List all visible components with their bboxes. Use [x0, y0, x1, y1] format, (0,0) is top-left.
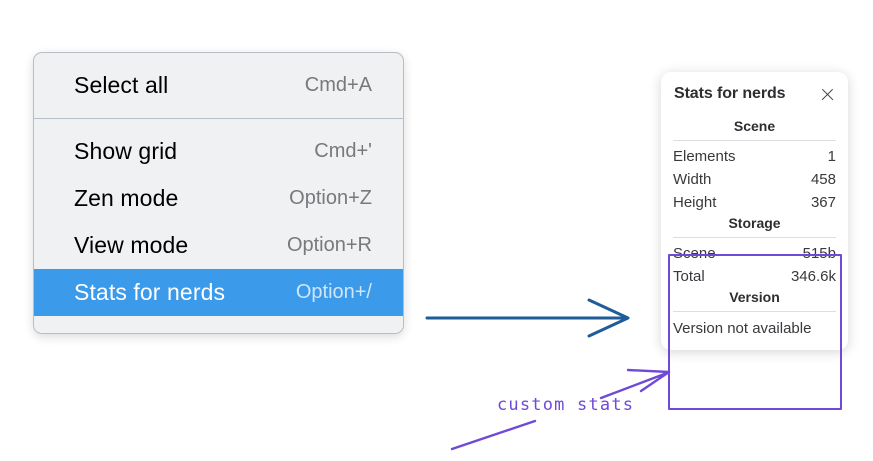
- stats-row-value: 346.6k: [790, 268, 836, 285]
- menu-item-label: Show grid: [74, 138, 178, 164]
- stats-row-elements: Elements 1: [661, 145, 848, 168]
- version-note: Version not available: [673, 320, 812, 337]
- stats-row-value: 458: [810, 171, 836, 188]
- canvas-context-menu[interactable]: Select all Cmd+A Show grid Cmd+' Zen mod…: [33, 52, 404, 334]
- menu-item-shortcut: Cmd+': [314, 140, 372, 162]
- menu-group-selection: Select all Cmd+A: [34, 53, 403, 118]
- stats-row-value: 367: [810, 194, 836, 211]
- menu-item-view-mode[interactable]: View mode Option+R: [34, 222, 403, 269]
- annotation-underline-stroke: [450, 419, 537, 451]
- section-heading: Storage: [728, 215, 781, 231]
- stats-row-height: Height 367: [661, 191, 848, 214]
- stats-section-storage: Storage Scene 515b Total 346.6k: [661, 214, 848, 288]
- stats-row-key: Scene: [673, 245, 716, 262]
- menu-item-label: View mode: [74, 232, 189, 258]
- arrow-label-to-highlight: [599, 368, 671, 400]
- section-divider: [673, 237, 836, 238]
- annotation-label: custom stats: [497, 395, 635, 415]
- stats-for-nerds-panel[interactable]: Stats for nerds Scene Elements 1 Width 4…: [661, 72, 848, 350]
- menu-item-label: Select all: [74, 72, 169, 98]
- menu-item-shortcut: Option+Z: [289, 187, 372, 209]
- menu-group-view: Show grid Cmd+' Zen mode Option+Z View m…: [34, 118, 403, 333]
- stats-row-key: Height: [673, 194, 717, 211]
- section-divider: [673, 140, 836, 141]
- stats-row-storage-scene: Scene 515b: [661, 242, 848, 265]
- stats-section-version: Version Version not available: [661, 288, 848, 338]
- stats-row-key: Elements: [673, 148, 736, 165]
- stats-row-key: Total: [673, 268, 705, 285]
- stats-section-scene: Scene Elements 1 Width 458 Height 367: [661, 117, 848, 214]
- stats-row-storage-total: Total 346.6k: [661, 265, 848, 288]
- menu-footer-spacer: [34, 316, 403, 333]
- section-divider: [673, 311, 836, 312]
- arrow-menu-to-panel: [425, 298, 630, 338]
- menu-item-show-grid[interactable]: Show grid Cmd+': [34, 128, 403, 175]
- stats-row-value: 515b: [802, 245, 836, 262]
- menu-item-shortcut: Option+R: [286, 234, 372, 256]
- stats-panel-header: Stats for nerds: [661, 85, 848, 103]
- menu-item-label: Zen mode: [74, 185, 179, 211]
- menu-item-zen-mode[interactable]: Zen mode Option+Z: [34, 175, 403, 222]
- stats-row-key: Width: [673, 171, 712, 188]
- menu-item-stats-for-nerds[interactable]: Stats for nerds Option+/: [34, 269, 403, 316]
- menu-item-select-all[interactable]: Select all Cmd+A: [34, 62, 403, 109]
- stats-row-width: Width 458: [661, 168, 848, 191]
- close-icon[interactable]: [819, 86, 836, 103]
- menu-item-shortcut: Option+/: [295, 281, 372, 303]
- menu-item-shortcut: Cmd+A: [304, 74, 372, 96]
- section-heading: Version: [729, 289, 780, 305]
- section-heading: Scene: [733, 118, 776, 134]
- menu-item-label: Stats for nerds: [74, 279, 226, 305]
- stats-panel-title: Stats for nerds: [674, 85, 786, 102]
- stats-row-value: 1: [827, 148, 836, 165]
